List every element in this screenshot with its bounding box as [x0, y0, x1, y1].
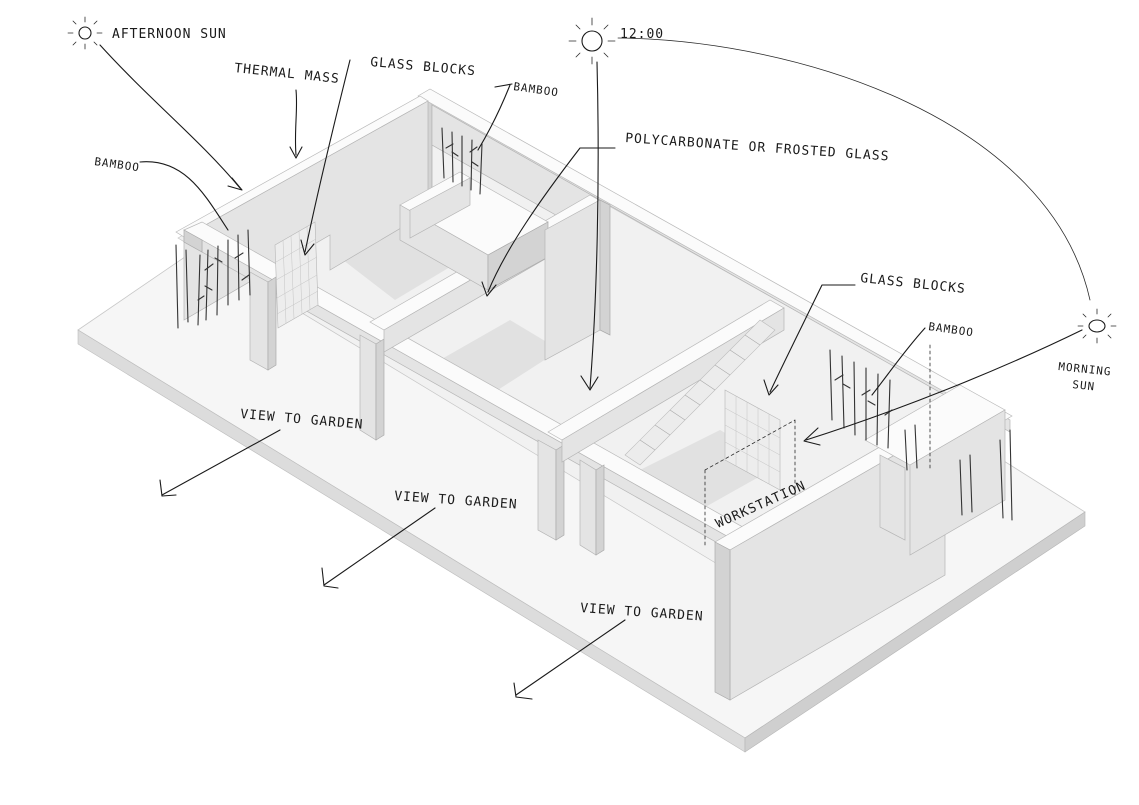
bamboo-cluster-left [175, 229, 251, 329]
glass-block-wall-right [724, 389, 781, 491]
sun-icon [1077, 308, 1117, 344]
label-afternoon-sun: AFTERNOON SUN [112, 27, 227, 42]
label-thermal-mass: THERMAL MASS [234, 61, 341, 87]
label-polycarbonate: POLYCARBONATE OR FROSTED GLASS [625, 131, 890, 164]
stair [624, 319, 776, 466]
annotation-leaders [99, 37, 1091, 700]
label-bamboo-right: BAMBOO [928, 320, 975, 339]
label-bamboo-left: BAMBOO [94, 155, 141, 174]
bamboo-cluster-top [441, 127, 483, 195]
sun-icon [568, 17, 616, 65]
label-glass-blocks-right: GLASS BLOCKS [860, 271, 967, 297]
label-morning-sun-line1: MORNING [1058, 360, 1112, 379]
label-morning-sun-line2: SUN [1072, 378, 1096, 393]
label-noon-time: 12:00 [620, 27, 664, 42]
glass-block-wall-left [274, 221, 319, 329]
label-bamboo-top: BAMBOO [513, 80, 560, 99]
bamboo-cluster-right [829, 349, 1013, 521]
sun-icon [67, 16, 103, 50]
label-glass-blocks-top: GLASS BLOCKS [370, 55, 477, 79]
house-walls [175, 88, 1013, 701]
